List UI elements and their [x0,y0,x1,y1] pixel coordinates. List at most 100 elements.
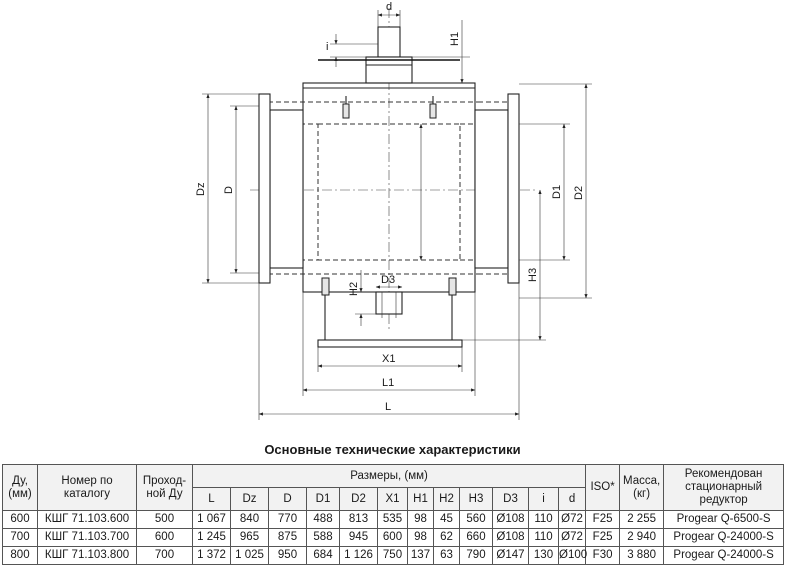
cell-i: 130 [528,546,559,565]
cell-D1: 588 [306,528,340,547]
cell-D3: Ø108 [492,510,529,529]
cell-L: 1 372 [192,546,231,565]
stem [377,26,401,58]
subheader-X1: X1 [377,487,408,511]
dim-label-L1: L1 [382,377,394,389]
cell-gear: Progear Q-6500-S [663,510,785,529]
cell-D2: 945 [339,528,378,547]
table-row: 700 КШГ 71.103.700 600 1 245 965 875 588… [2,528,785,547]
cell-H2: 62 [433,528,460,547]
cell-catalog: КШГ 71.103.600 [37,510,137,529]
cell-D: 875 [268,528,307,547]
subheader-i: i [528,487,559,511]
cell-D2: 813 [339,510,378,529]
dim-label-L: L [385,401,391,413]
subheader-d: d [557,487,587,511]
dim-label-i: i [326,41,328,53]
cell-L: 1 067 [192,510,231,529]
cell-H3: 560 [459,510,493,529]
cell-H2: 45 [433,510,460,529]
dim-label-Dz: Dz [195,183,207,196]
cell-H3: 790 [459,546,493,565]
table-row: 600 КШГ 71.103.600 500 1 067 840 770 488… [2,510,785,529]
header-gear: Рекомендован стационарный редуктор [663,464,785,511]
cell-D1: 684 [306,546,340,565]
cell-D: 770 [268,510,307,529]
cell-D1: 488 [306,510,340,529]
cell-Dz: 840 [230,510,269,529]
cell-Dz: 1 025 [230,546,269,565]
support-legs [317,277,463,348]
subheader-L: L [192,487,231,511]
table-row: 800 КШГ 71.103.800 700 1 372 1 025 950 6… [2,546,785,565]
subheader-D3: D3 [492,487,529,511]
cell-iso: F25 [585,510,621,529]
cell-mass: 2 940 [619,528,665,547]
subheader-H3: H3 [459,487,493,511]
dim-label-D2: D2 [573,186,585,200]
table-title: Основные технические характеристики [264,442,521,457]
dim-label-H1: H1 [449,32,461,46]
cell-du: 800 [2,546,38,565]
cell-H3: 660 [459,528,493,547]
cell-mass: 3 880 [619,546,665,565]
cell-bore: 500 [136,510,193,529]
cell-d: Ø72 [557,528,587,547]
spec-table: Ду, (мм) Номер по каталогу Проход-ной Ду… [2,464,785,565]
cell-catalog: КШГ 71.103.800 [37,546,137,565]
header-iso: ISO* [585,464,621,511]
cell-H1: 98 [407,528,434,547]
cell-L: 1 245 [192,528,231,547]
cell-du: 700 [2,528,38,547]
cell-H2: 63 [433,546,460,565]
dim-label-H2: H2 [348,282,360,296]
valve-drawing: d i H1 Dz D D1 D2 H3 H2 D3 X1 L [195,1,592,420]
cell-X1: 600 [377,528,408,547]
cell-D3: Ø108 [492,528,529,547]
left-pipe [269,109,304,269]
dim-label-d: d [386,1,392,13]
cell-bore: 700 [136,546,193,565]
subheader-Dz: Dz [230,487,269,511]
cell-du: 600 [2,510,38,529]
cell-X1: 750 [377,546,408,565]
right-flange [507,93,520,284]
dim-label-D1: D1 [551,185,563,199]
subheader-H2: H2 [433,487,460,511]
cell-iso: F25 [585,528,621,547]
dim-label-D: D [223,186,235,194]
drain-port [375,291,403,315]
cell-d: Ø100 [557,546,587,565]
dim-label-X1: X1 [382,353,395,365]
cell-i: 110 [528,510,559,529]
right-pipe [474,109,509,269]
header-catalog: Номер по каталогу [37,464,137,511]
subheader-H1: H1 [407,487,434,511]
cell-H1: 98 [407,510,434,529]
cell-iso: F30 [585,546,621,565]
cell-bore: 600 [136,528,193,547]
cell-gear: Progear Q-24000-S [663,528,785,547]
cell-Dz: 965 [230,528,269,547]
cell-gear: Progear Q-24000-S [663,546,785,565]
header-du: Ду, (мм) [2,464,38,511]
subheader-D2: D2 [339,487,378,511]
subheader-D: D [268,487,307,511]
left-flange [258,93,271,284]
header-bore: Проход-ной Ду [136,464,193,511]
cell-d: Ø72 [557,510,587,529]
cell-D3: Ø147 [492,546,529,565]
header-dimensions: Размеры, (мм) [191,464,587,488]
ball-bore-outline [300,101,478,275]
subheader-D1: D1 [306,487,340,511]
dim-label-D3: D3 [381,274,395,286]
cell-D2: 1 126 [339,546,378,565]
dim-label-H3: H3 [527,268,539,282]
cell-D: 950 [268,546,307,565]
cell-mass: 2 255 [619,510,665,529]
lifting-lugs [342,96,437,119]
cell-i: 110 [528,528,559,547]
cell-catalog: КШГ 71.103.700 [37,528,137,547]
stem-flange [365,56,413,84]
cell-H1: 137 [407,546,434,565]
